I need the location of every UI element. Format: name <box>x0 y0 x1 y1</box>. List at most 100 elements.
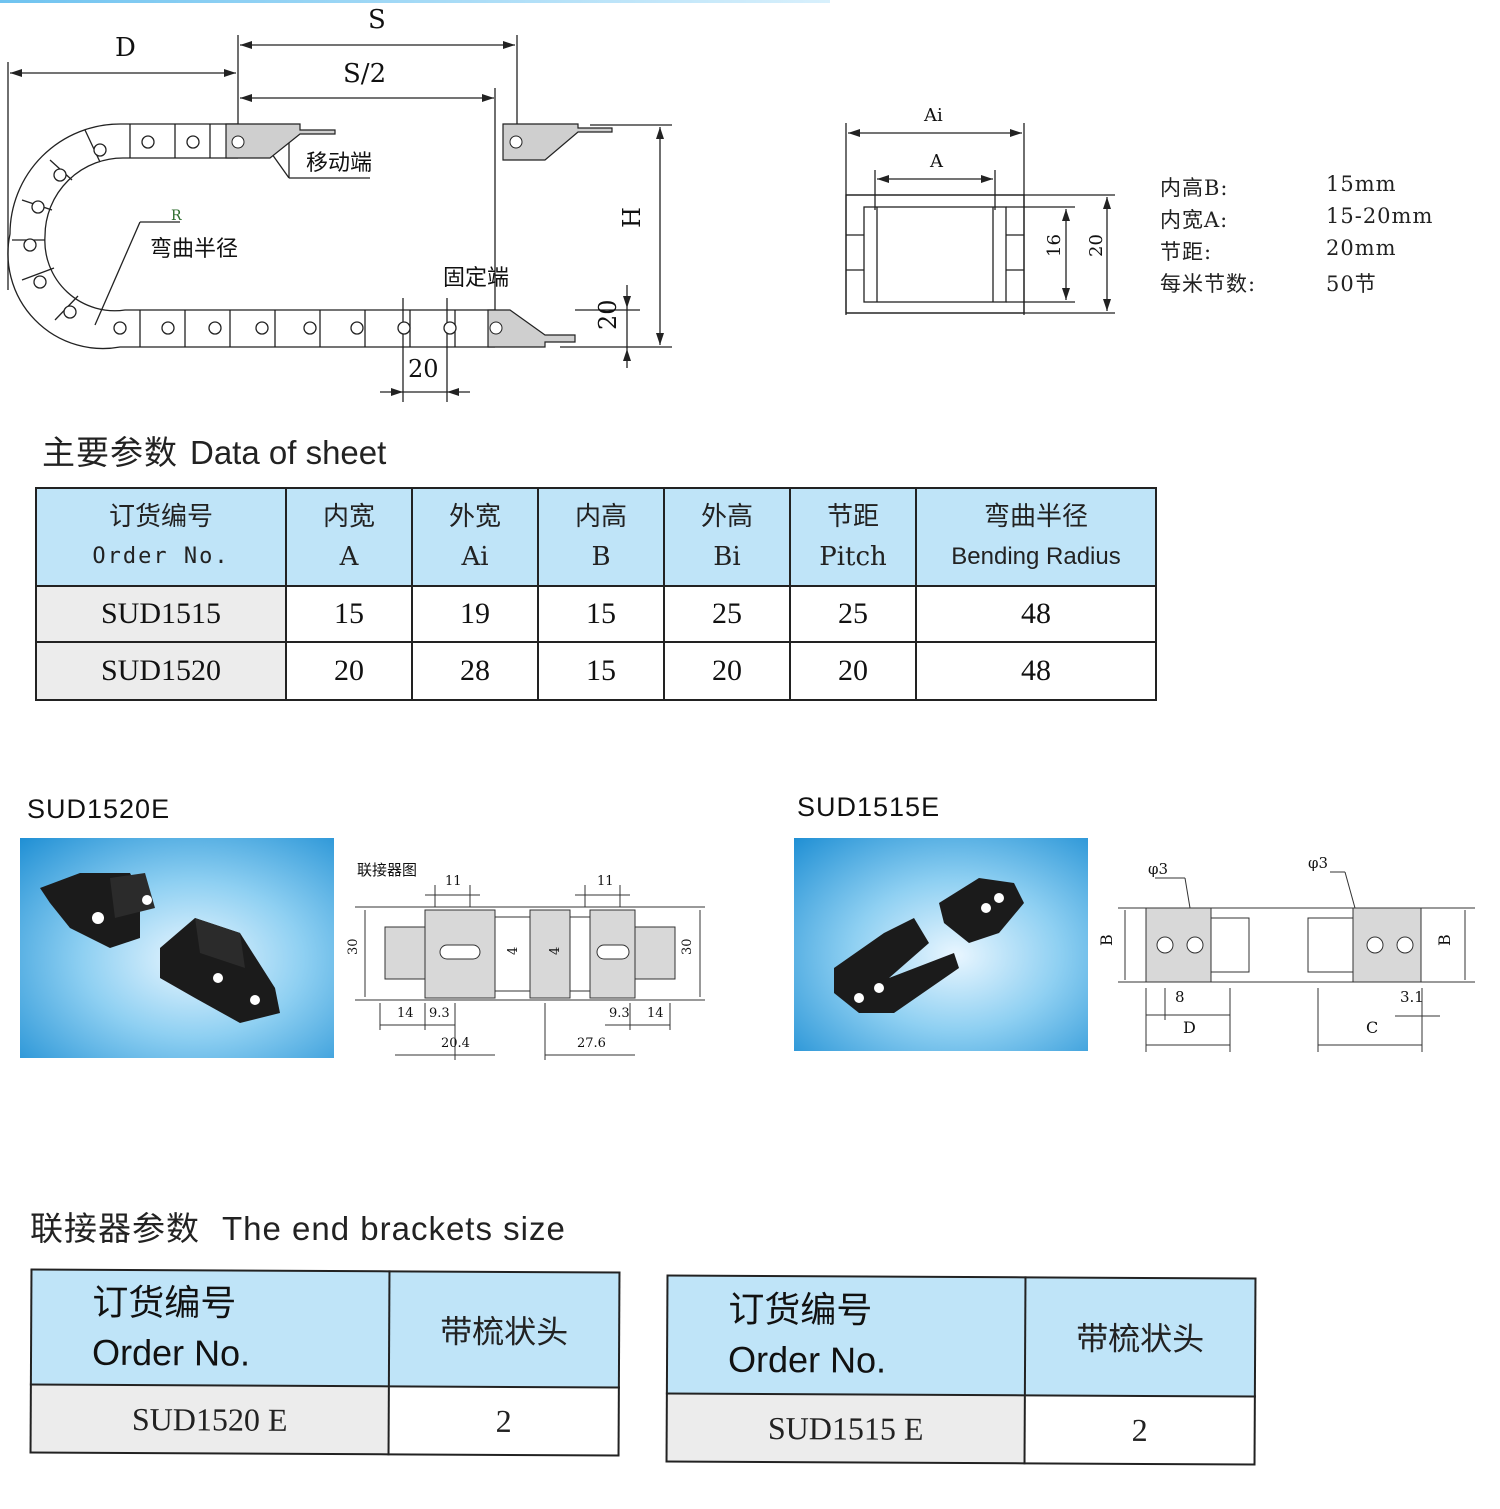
spec-value: 15mm <box>1326 172 1397 196</box>
cell-value: 2 <box>1024 1395 1255 1465</box>
bracket-1515-image <box>834 878 1024 1013</box>
dim-16: 16 <box>1044 234 1065 257</box>
dim-3-1: 3.1 <box>1400 988 1424 1006</box>
bracket-1520-photo <box>20 838 334 1058</box>
cell: 20 <box>285 641 413 701</box>
cell: 28 <box>411 641 539 701</box>
header-en: Order No. <box>91 1331 251 1374</box>
spec-label: 每米节数: <box>1160 272 1257 296</box>
cell-order-no: SUD1515 E <box>666 1393 1025 1464</box>
bracket-1520-drawing: 联接器图 11 11 30 30 4 4 14 9.3 20.4 9.3 14 … <box>346 861 705 1060</box>
table-row: SUD1520 E 2 <box>30 1384 619 1456</box>
spec-value: 15-20mm <box>1326 204 1434 228</box>
spec-value: 50节 <box>1326 272 1377 296</box>
dim-14b: 14 <box>647 1006 664 1021</box>
cell: 25 <box>789 585 917 643</box>
header-zh: 节距 <box>826 502 879 532</box>
dim-30a: 30 <box>346 938 361 955</box>
dim-9-3a: 9.3 <box>429 1006 450 1021</box>
dim-B-right: B <box>1435 934 1454 946</box>
data-sheet-title-zh: 主要参数 <box>42 433 178 472</box>
cell: 48 <box>915 585 1157 643</box>
dim-C: C <box>1366 1018 1378 1037</box>
header-pitch: 节距 Pitch <box>789 487 917 587</box>
dim-Ai: Ai <box>923 105 943 126</box>
cell: 15 <box>537 585 665 643</box>
dim-14a: 14 <box>397 1006 414 1021</box>
cell-order-no: SUD1515 <box>35 585 287 643</box>
dim-H: H <box>618 207 646 228</box>
drawing-title: 联接器图 <box>357 861 417 879</box>
header-zh: 内高 <box>574 502 627 532</box>
dim-D: D <box>115 33 136 63</box>
header-zh: 内宽 <box>322 502 375 532</box>
header-en: A <box>339 542 359 572</box>
header-zh: 外高 <box>700 502 753 532</box>
spec-label: 内高B: <box>1160 176 1229 200</box>
spec-row: 内高B: 15mm <box>1160 172 1480 204</box>
label-fixed-end: 固定端 <box>443 266 509 291</box>
header-zh: 订货编号 <box>92 1281 237 1324</box>
header-zh: 外宽 <box>448 502 501 532</box>
spec-row: 内宽A: 15-20mm <box>1160 204 1480 236</box>
table-row: SUD1520 20 28 15 20 20 48 <box>35 641 1157 701</box>
bracket-1515-photo <box>794 838 1088 1051</box>
end-brackets-title-en: The end brackets size <box>222 1210 566 1247</box>
cell: 20 <box>663 641 791 701</box>
cell-value: 2 <box>388 1386 619 1456</box>
header-en: Ai <box>461 542 489 572</box>
dim-4b: 4 <box>548 947 563 955</box>
header-en: Order No. <box>727 1338 887 1381</box>
header-outer-width: 外宽 Ai <box>411 487 539 587</box>
label-moving-end: 移动端 <box>306 151 372 176</box>
dim-pitch: 20 <box>408 355 439 383</box>
spec-label: 内宽A: <box>1160 208 1229 232</box>
cell: 15 <box>285 585 413 643</box>
label-bend-radius: 弯曲半径 <box>150 237 238 262</box>
top-accent-line <box>0 0 830 3</box>
cell-order-no: SUD1520 <box>35 641 287 701</box>
dim-11a: 11 <box>445 874 462 889</box>
header-order-no: 订货编号 Order No. <box>666 1275 1026 1396</box>
dim-A: A <box>929 151 944 172</box>
dim-30b: 30 <box>680 938 695 955</box>
header-inner-height: 内高 B <box>537 487 665 587</box>
dim-phi3b: φ3 <box>1308 854 1328 872</box>
table-row: SUD1515 15 19 15 25 25 48 <box>35 585 1157 643</box>
bracket-1515-drawing: φ3 φ3 B B 8 D 3.1 C <box>1097 854 1475 1052</box>
header-zh: 弯曲半径 <box>983 502 1088 532</box>
dim-D: D <box>1183 1018 1196 1037</box>
end-brackets-title: 联接器参数 The end brackets size <box>30 1202 566 1250</box>
header-inner-width: 内宽 A <box>285 487 413 587</box>
spec-row: 每米节数: 50节 <box>1160 268 1480 300</box>
header-zh: 订货编号 <box>728 1288 873 1331</box>
dim-phi3a: φ3 <box>1148 860 1168 878</box>
header-en: B <box>591 542 611 572</box>
dim-11b: 11 <box>597 874 614 889</box>
spec-list: 内高B: 15mm 内宽A: 15-20mm 节距: 20mm 每米节数: 50… <box>1160 172 1480 300</box>
dim-B-left: B <box>1097 934 1116 946</box>
cell: 20 <box>789 641 917 701</box>
header-en: Pitch <box>819 542 887 572</box>
header-en: Bending Radius <box>951 543 1121 570</box>
bracket-1520-image <box>40 873 280 1023</box>
dim-20-4: 20.4 <box>441 1036 470 1051</box>
end-brackets-title-zh: 联接器参数 <box>30 1209 200 1248</box>
dim-8: 8 <box>1175 988 1185 1006</box>
chain-drawing: S D S/2 H R 移动端 弯曲半径 固定端 20 20 <box>7 5 672 402</box>
bracket-1520-title: SUD1520E <box>27 794 171 824</box>
cell: 25 <box>663 585 791 643</box>
dim-R: R <box>171 208 182 224</box>
dim-S: S <box>368 5 386 35</box>
cell-order-no: SUD1520 E <box>30 1384 389 1455</box>
cell: 19 <box>411 585 539 643</box>
spec-value: 20mm <box>1326 236 1397 260</box>
dim-4a: 4 <box>506 947 521 955</box>
dim-9-3b: 9.3 <box>609 1006 630 1021</box>
